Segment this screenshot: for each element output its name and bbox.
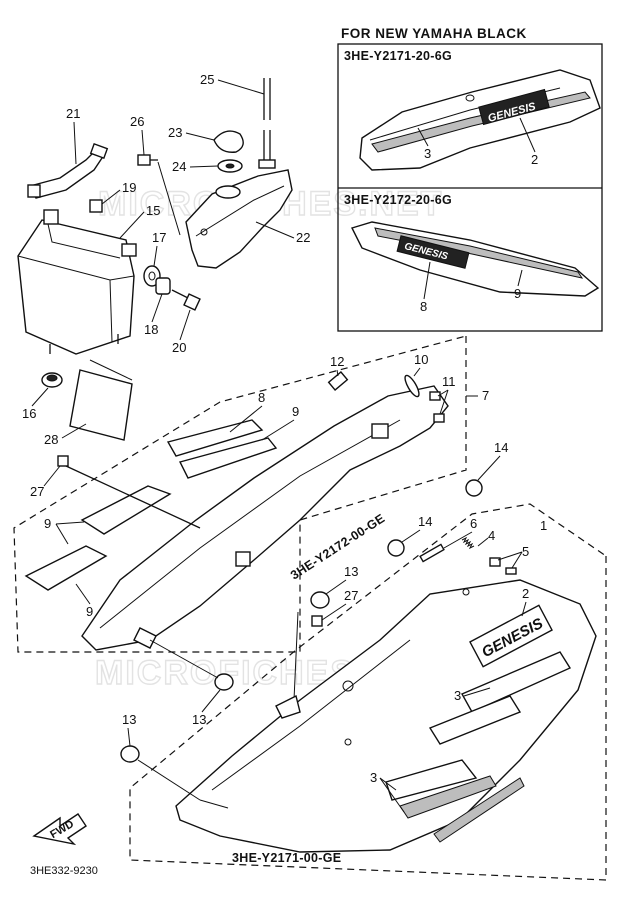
grommet-14a	[465, 479, 483, 497]
variant-a-code: 3HE-Y2171-20-6G	[344, 49, 452, 63]
pin-12	[327, 371, 349, 391]
callout-inset-2: 2	[531, 152, 538, 167]
callout-23: 23	[168, 125, 182, 140]
callout-10: 10	[414, 352, 428, 367]
battery-box-15	[17, 209, 137, 355]
clip-11b	[433, 413, 445, 423]
clip-19	[89, 199, 103, 213]
callout-17: 17	[152, 230, 166, 245]
callout-27b: 27	[344, 588, 358, 603]
screw-27a	[57, 455, 201, 529]
callout-6: 6	[470, 516, 477, 531]
grommet-13b	[214, 673, 234, 691]
callout-12: 12	[330, 354, 344, 369]
callout-22: 22	[296, 230, 310, 245]
callout-27a: 27	[30, 484, 44, 499]
clip-11a	[429, 391, 441, 401]
right-cover-code: 3HE-Y2172-00-GE	[288, 511, 387, 582]
variant-b-code: 3HE-Y2172-20-6G	[344, 193, 452, 207]
callout-26: 26	[130, 114, 144, 129]
fwd-arrow-icon: FWD	[32, 813, 87, 846]
collar-18	[155, 277, 171, 295]
callout-28: 28	[44, 432, 58, 447]
callout-14a: 14	[494, 440, 508, 455]
pad-28	[69, 369, 133, 441]
callout-13b: 13	[192, 712, 206, 727]
callout-11: 11	[442, 374, 456, 389]
variant-b-side-cover: GENESIS	[351, 221, 600, 297]
screw-27b	[311, 615, 323, 627]
callout-2: 2	[522, 586, 529, 601]
callout-14b: 14	[418, 514, 432, 529]
callout-9c: 9	[86, 604, 93, 619]
callout-4: 4	[488, 528, 495, 543]
left-cover-group-outline	[129, 503, 607, 881]
callout-3a: 3	[454, 688, 461, 703]
callout-13a: 13	[344, 564, 358, 579]
strap-21	[28, 147, 108, 199]
callout-25: 25	[200, 72, 214, 87]
inset-title: FOR NEW YAMAHA BLACK	[341, 26, 527, 41]
callout-5: 5	[522, 544, 529, 559]
callout-15: 15	[146, 203, 160, 218]
left-side-cover: GENESIS	[175, 579, 597, 853]
pin-6	[419, 543, 445, 563]
callout-13c: 13	[122, 712, 136, 727]
right-side-cover	[24, 385, 449, 651]
callout-inset-8: 8	[420, 299, 427, 314]
bolt-25	[258, 78, 276, 169]
callout-19: 19	[122, 180, 136, 195]
bolt-20	[171, 289, 201, 311]
right-cover-group-outline	[13, 335, 467, 653]
callout-20: 20	[172, 340, 186, 355]
callout-inset-9: 9	[514, 286, 521, 301]
variant-a-side-cover: GENESIS	[359, 69, 601, 171]
callout-9b: 9	[44, 516, 51, 531]
callout-3b: 3	[370, 770, 377, 785]
left-cover-code: 3HE-Y2171-00-GE	[232, 851, 341, 865]
callout-16: 16	[22, 406, 36, 421]
band-10	[404, 374, 420, 398]
callout-9a: 9	[292, 404, 299, 419]
callout-18: 18	[144, 322, 158, 337]
callout-24: 24	[172, 159, 186, 174]
clip-5b	[505, 567, 517, 575]
grommet-14b	[387, 539, 405, 557]
callout-inset-3: 3	[424, 146, 431, 161]
color-variant-inset: FOR NEW YAMAHA BLACK 3HE-Y2171-20-6G 3HE…	[337, 26, 603, 332]
callout-8: 8	[258, 390, 265, 405]
cap-23	[213, 130, 244, 153]
callout-7: 7	[482, 388, 489, 403]
callout-1: 1	[540, 518, 547, 533]
screw-26	[137, 154, 158, 166]
callout-21: 21	[66, 106, 80, 121]
drawing-number: 3HE332-9230	[30, 865, 98, 877]
grommet-13c	[120, 745, 140, 763]
clip-5a	[489, 557, 501, 567]
spring-4	[461, 536, 475, 550]
grommet-13a	[310, 591, 330, 609]
